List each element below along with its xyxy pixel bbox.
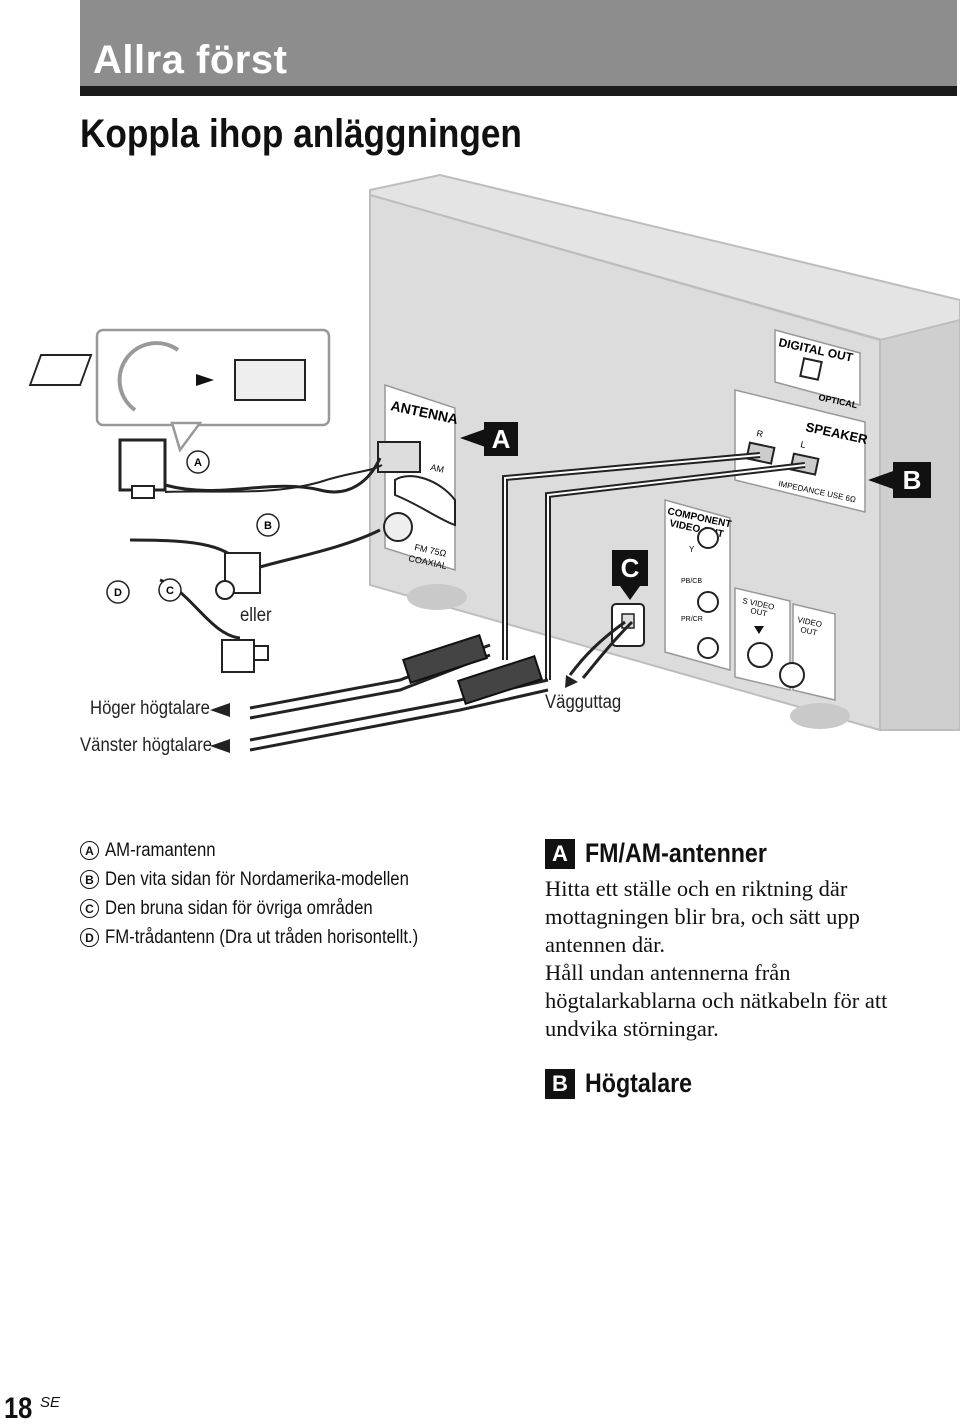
video-jack (779, 662, 805, 688)
r-label: R (756, 428, 765, 439)
legend-letter: A (80, 841, 99, 860)
s-video-arrow (754, 626, 764, 634)
antenna-stand-icon (28, 354, 93, 386)
legend-text: FM-trådantenn (Dra ut tråden horisontell… (105, 926, 419, 948)
s-video-panel (734, 587, 791, 691)
page-number-suffix: SE (40, 1394, 61, 1411)
am-antenna-wire (164, 457, 382, 494)
section-body: Hitta ett ställe och en riktning där mot… (545, 875, 940, 1043)
am-loop-antenna (118, 438, 167, 492)
or-label: eller (240, 605, 272, 626)
component-pb-jack (697, 591, 719, 613)
l-label: L (800, 439, 807, 450)
speaker-panel (734, 389, 866, 513)
pb-label: PB/CB (681, 578, 702, 585)
legend: A AM-ramantenn B Den vita sidan för Nord… (80, 836, 461, 952)
component-y-jack (697, 527, 719, 549)
badge-a-letter: A (492, 424, 511, 454)
circle-c-letter: C (166, 585, 174, 597)
circle-b (256, 513, 280, 537)
speaker-plug-left (456, 654, 544, 706)
badge-a-arrow (460, 428, 488, 448)
page-number: 18 (4, 1392, 33, 1425)
speaker-plug-right (401, 633, 489, 685)
video-out-label: OUT (800, 625, 818, 637)
legend-letter: B (80, 870, 99, 889)
optical-port (799, 357, 823, 381)
circle-c (158, 578, 182, 602)
power-cord (581, 620, 634, 679)
callout-pointer (170, 421, 203, 453)
badge-a (484, 422, 518, 456)
header-rule (80, 86, 957, 96)
connection-diagram-svg: ANTENNA AM FM 75Ω COAXIAL A DIGITAL OUT … (28, 173, 960, 753)
next-step-arrow-icon (196, 374, 214, 386)
legend-text: Den vita sidan för Nordamerika-modellen (105, 868, 409, 890)
legend-item: B Den vita sidan för Nordamerika-modelle… (80, 865, 461, 894)
am-label: AM (430, 462, 445, 475)
y-label: Y (689, 545, 695, 554)
arrow-left-speaker (210, 739, 230, 753)
wall-outlet-label: Vägguttag (545, 692, 622, 713)
fm-plug-c (221, 639, 255, 673)
power-cord-arrow (565, 675, 578, 688)
legend-letter: C (80, 899, 99, 918)
connection-diagram: ANTENNA AM FM 75Ω COAXIAL A DIGITAL OUT … (0, 160, 960, 800)
badge-b (893, 462, 931, 498)
unit-foot (407, 584, 467, 610)
legend-letter: D (80, 928, 99, 947)
legend-item: D FM-trådantenn (Dra ut tråden horisonte… (80, 923, 461, 952)
pr-label: PR/CR (681, 616, 703, 623)
paragraph: Håll undan antennerna från högtalarkabla… (545, 960, 888, 1041)
component-pr-jack (697, 637, 719, 659)
legend-text: Den bruna sidan för övriga områden (105, 897, 373, 919)
rotate-arrow-icon (117, 341, 180, 412)
badge-c-letter: C (621, 553, 640, 583)
left-speaker-label: Vänster högtalare (80, 735, 212, 756)
circle-a (186, 450, 210, 474)
section-heading: B Högtalare (545, 1068, 940, 1099)
section-title: Allra först (93, 38, 288, 82)
page-title: Koppla ihop anläggningen (80, 112, 522, 156)
badge-c-arrow (620, 586, 640, 600)
circle-d (106, 580, 130, 604)
unit-foot (790, 703, 850, 729)
right-speaker-label: Höger högtalare (90, 698, 210, 719)
section-title: FM/AM-antenner (585, 838, 767, 868)
paragraph: Hitta ett ställe och en riktning där mot… (545, 876, 860, 957)
legend-item: C Den bruna sidan för övriga områden (80, 894, 461, 923)
power-cord (568, 620, 626, 676)
section-heading: A FM/AM-antenner (545, 838, 940, 869)
circle-a-letter: A (194, 457, 202, 469)
legend-text: AM-ramantenn (105, 839, 216, 861)
section-title: Högtalare (585, 1068, 693, 1098)
finger-illustration (394, 475, 456, 527)
s-video-out-label: OUT (750, 606, 768, 618)
unit-side-face (879, 318, 960, 731)
badge-c (612, 550, 648, 586)
section-badge: A (545, 838, 575, 869)
antenna-folded-icon (234, 359, 306, 401)
arrow-right-speaker (210, 703, 230, 717)
badge-b-arrow (868, 470, 896, 490)
circle-d-letter: D (114, 587, 122, 599)
section-badge: B (545, 1068, 575, 1099)
section-fm-am-antennas: A FM/AM-antenner Hitta ett ställe och en… (545, 838, 940, 1043)
legend-item: A AM-ramantenn (80, 836, 461, 865)
s-video-jack (747, 642, 773, 668)
badge-b-letter: B (903, 465, 922, 495)
am-terminal (377, 441, 421, 473)
circle-b-letter: B (264, 520, 272, 532)
header-bar (80, 0, 957, 86)
callout-box (95, 328, 331, 427)
fm-connector (383, 512, 413, 542)
section-speakers: B Högtalare (545, 1068, 940, 1099)
